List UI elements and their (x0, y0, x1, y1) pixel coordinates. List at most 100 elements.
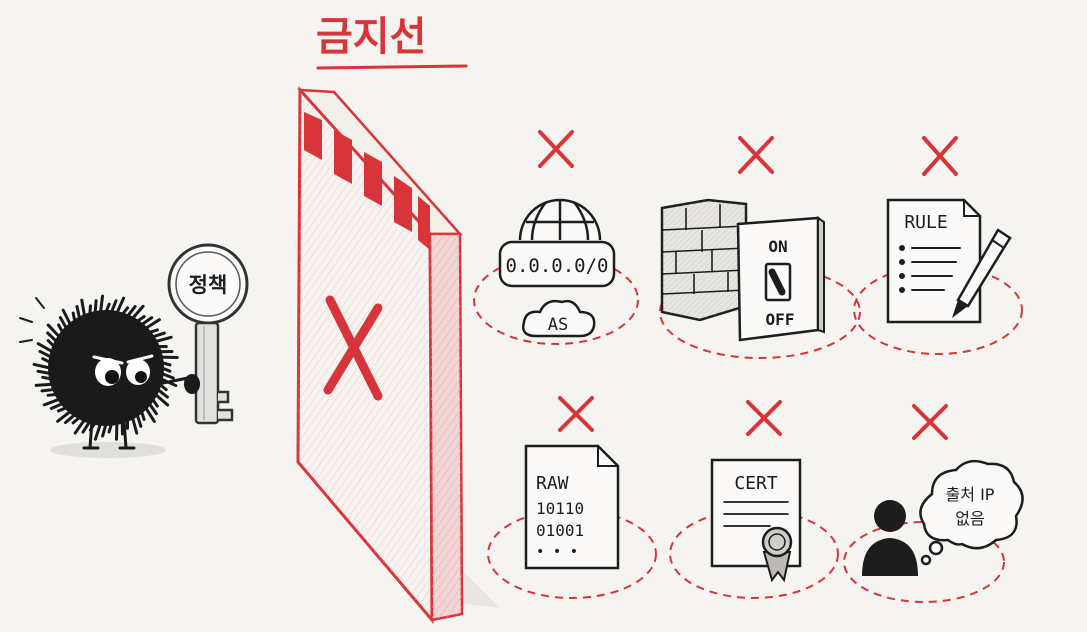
pencil-icon (952, 228, 1012, 318)
fur-strand (81, 420, 92, 434)
fur-strand (135, 315, 146, 323)
fur-strand (34, 382, 54, 387)
fur-strand (32, 362, 52, 370)
x-mark-icon (738, 136, 774, 174)
fur-strand (160, 361, 172, 367)
rule-label: RULE (904, 212, 947, 233)
fuzzy-creature (19, 294, 190, 458)
wall-stripes (304, 112, 430, 250)
fur-strand (151, 397, 159, 408)
fur-strand (130, 304, 145, 321)
fur-strand (125, 305, 137, 318)
fur-strand (147, 328, 159, 334)
fur-strand (160, 366, 172, 373)
fur-strand (93, 422, 103, 441)
fur-strand (80, 298, 87, 318)
cert-doc-item: CERT (669, 400, 839, 599)
fur-strand (38, 349, 53, 359)
fur-strand (36, 342, 54, 354)
fur-strand (71, 311, 77, 323)
fur-strand (73, 418, 87, 435)
x-mark-icon (558, 396, 594, 432)
as-label: AS (548, 315, 568, 335)
fur-strand (107, 422, 113, 434)
x-mark-icon (538, 130, 574, 168)
fur-strand (151, 331, 166, 339)
title-underline (316, 64, 468, 70)
cloud-icon (522, 299, 596, 338)
fur-strand (75, 305, 82, 321)
x-mark-icon (746, 400, 782, 436)
x-mark-icon (922, 136, 958, 176)
raw-line-2: 01001 (536, 521, 584, 540)
key-tag-label: 정책 (189, 273, 228, 297)
switch-off-label: OFF (766, 310, 795, 329)
fur-strand (57, 406, 68, 413)
fur-strand (160, 371, 175, 380)
fur-strand (130, 415, 139, 435)
fur-strand (158, 382, 168, 392)
fur-strand (93, 299, 98, 315)
dashed-ring (473, 255, 639, 345)
fur-strand (109, 299, 118, 314)
fur-strand (140, 409, 146, 421)
fur-strand (58, 316, 68, 330)
fur-strand (140, 316, 154, 327)
raw-label: RAW (536, 473, 569, 494)
fur-strand (120, 306, 130, 316)
thought-bubble-icon (919, 459, 1024, 566)
fur-strand (71, 415, 82, 425)
fur-strand (88, 304, 93, 316)
fur-strand (63, 413, 77, 425)
title-group: 금지선 (316, 14, 468, 70)
fur-strand (156, 387, 169, 399)
fur-strand (144, 318, 161, 330)
fur-strand (61, 308, 72, 327)
fur-strand (104, 302, 111, 314)
wall-barrier (296, 86, 500, 625)
policy-key-icon: 정책 (167, 243, 249, 425)
raw-line-3: • • • (536, 544, 578, 560)
ribbon-seal-icon (761, 526, 793, 583)
switch-on-label: ON (768, 237, 787, 256)
raw-document-icon (524, 444, 620, 570)
document-icon (886, 198, 982, 324)
thought-line-2: 없음 (955, 509, 984, 528)
motion-lines-icon (19, 297, 45, 343)
no-source-ip-item: 출처 IP 없음 (843, 404, 1024, 603)
dashed-ring (843, 521, 1005, 603)
fur-strand (36, 369, 52, 375)
fur-strand (153, 392, 170, 407)
brick-wall-icon (660, 198, 748, 322)
raw-line-1: 10110 (536, 499, 584, 518)
fur-strand (41, 375, 53, 381)
globe-icon (518, 198, 602, 241)
firewall-switch-item: ON OFF (659, 136, 861, 359)
raw-doc-item: RAW 10110 01001 • • • (487, 396, 657, 599)
fur-strand (40, 387, 56, 393)
fur-strand (99, 294, 105, 314)
fur-strand (41, 357, 52, 365)
power-switch-icon (736, 216, 825, 342)
wall-x-icon (323, 295, 383, 401)
fur-strand (101, 422, 108, 438)
fur-strand (153, 335, 173, 344)
person-icon (862, 500, 918, 576)
thought-line-1: 출처 IP (946, 485, 995, 504)
ip-block-item: 0.0.0.0/0 AS (473, 130, 639, 345)
fur-strand (56, 409, 72, 423)
ip-prefix-label: 0.0.0.0/0 (506, 255, 609, 277)
fur-strand (144, 406, 156, 423)
title: 금지선 (316, 14, 426, 60)
cert-label: CERT (734, 473, 778, 494)
fur-strand (46, 331, 59, 344)
ip-prefix-box (498, 240, 616, 288)
fur-strand (42, 397, 61, 407)
fur-strand (49, 402, 65, 410)
fur-strand (46, 323, 61, 339)
fur-strand (46, 339, 56, 349)
x-mark-icon (912, 404, 948, 440)
fur-strand (115, 296, 126, 315)
certificate-icon (710, 458, 802, 583)
